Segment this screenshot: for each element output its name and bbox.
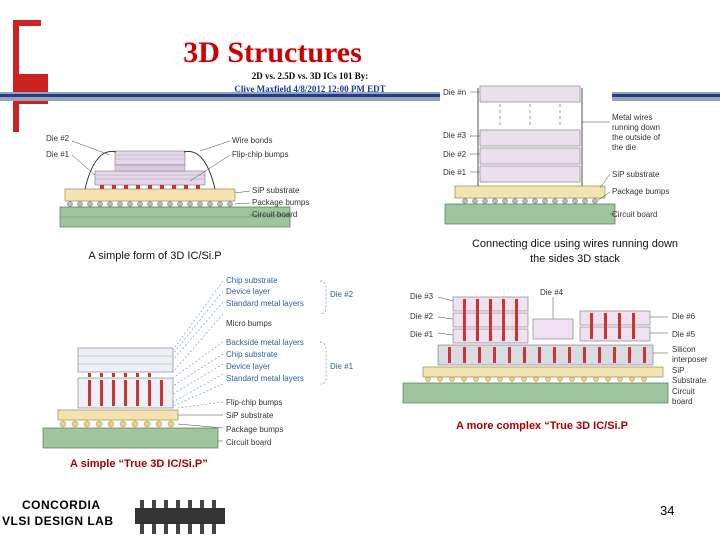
figure-3-diagram: [42, 280, 327, 449]
chip-logo-icon: [135, 500, 225, 534]
fig3-label-micro-bumps: Micro bumps: [226, 319, 272, 328]
fig3-package-bumps: [59, 420, 175, 428]
fig4-label-die-1: Die #1: [410, 330, 434, 339]
fig2-label-circuit-board: Circuit board: [612, 210, 658, 219]
fig3-label-metal-layers-top: Standard metal layers: [226, 299, 304, 308]
figure-1-diagram: [59, 140, 291, 228]
fig1-label-flip-chip-bumps: Flip-chip bumps: [232, 150, 289, 159]
fig3-sip-substrate: [57, 409, 179, 421]
fig4-label-die-4: Die #4: [540, 288, 564, 297]
figure-2-diagram: [444, 85, 616, 225]
fig3-label-device-layer-top: Device layer: [226, 287, 271, 296]
fig3-label-die-1: Die #1: [330, 362, 354, 371]
source-line-2: Clive Maxfield 4/8/2012 12:00 PM EDT: [234, 84, 386, 94]
fig3-tsv: [88, 380, 163, 406]
fig3-label-flip-chip-bumps: Flip-chip bumps: [226, 398, 283, 407]
fig2-label-package-bumps: Package bumps: [612, 187, 670, 196]
fig3-die-2: [77, 347, 174, 373]
fig4-label-circuit: Circuit: [672, 387, 695, 396]
fig2-label-sip-substrate: SiP substrate: [612, 170, 660, 179]
fig3-label-sip-substrate: SiP substrate: [226, 411, 274, 420]
fig4-label-board: board: [672, 397, 693, 406]
fig1-label-wire-bonds: Wire bonds: [232, 136, 273, 145]
fig1-label-die-1: Die #1: [46, 150, 70, 159]
fig1-wire-bonds: [84, 151, 216, 190]
fig2-die-2: [479, 147, 581, 165]
fig1-package-bumps: [67, 201, 233, 207]
fig4-die-4: [532, 318, 574, 340]
fig3-leader-lines: [172, 280, 224, 409]
fig2-sip-substrate: [454, 185, 606, 199]
fig1-die-1: [94, 170, 206, 186]
fig4-interposer-tsv: [448, 347, 646, 363]
fig1-label-die-2: Die #2: [46, 134, 70, 143]
fig1-label-circuit-board: Circuit board: [252, 210, 298, 219]
fig2-side-wires: [477, 88, 583, 186]
fig4-label-silicon-1: Silicon: [672, 345, 696, 354]
figure-4-diagram: [402, 296, 669, 404]
fig2-label-die-1: Die #1: [443, 168, 467, 177]
source-line-1: 2D vs. 2.5D vs. 3D ICs 101 By:: [251, 71, 369, 81]
fig4-label-die-2: Die #2: [410, 312, 434, 321]
fig4-label-die-5: Die #5: [672, 330, 696, 339]
fig4-caption: A more complex “True 3D IC/Si.P: [456, 420, 628, 432]
fig4-label-die-3: Die #3: [410, 292, 434, 301]
fig1-die-2: [114, 150, 186, 166]
fig3-circuit-board: [42, 427, 219, 449]
fig2-label-metal-wires-2: running down: [612, 123, 661, 132]
fig2-caption-line-2: the sides 3D stack: [530, 253, 620, 265]
fig4-label-silicon-2: interposer: [672, 355, 708, 364]
fig4-circuit-board: [402, 382, 669, 404]
slide-decoration: [0, 20, 720, 132]
fig2-label-die-3: Die #3: [443, 131, 467, 140]
fig2-label-die-n: Die #n: [443, 88, 467, 97]
fig4-label-sip: SiP: [672, 366, 685, 375]
slide-title: 3D Structures: [183, 36, 362, 69]
fig3-caption: A simple “True 3D IC/Si.P”: [70, 458, 208, 470]
fig2-die-3: [479, 129, 581, 147]
fig2-circuit-board: [444, 203, 616, 225]
fig2-label-metal-wires-4: the die: [612, 143, 637, 152]
fig3-label-metal-layers: Standard metal layers: [226, 374, 304, 383]
fig3-label-circuit-board: Circuit board: [226, 438, 272, 447]
fig3-micro-bumps: [88, 373, 151, 377]
fig3-bracket-die-1: [319, 341, 327, 385]
fig1-label-sip-substrate: SiP substrate: [252, 186, 300, 195]
fig3-label-backside-metal: Backside metal layers: [226, 338, 304, 347]
fig3-label-die-2: Die #2: [330, 290, 354, 299]
fig3-label-package-bumps: Package bumps: [226, 425, 284, 434]
fig3-label-chip-substrate: Chip substrate: [226, 350, 278, 359]
blue-rule-left: [0, 94, 440, 97]
fig2-die-1: [479, 165, 581, 183]
fig4-silicon-interposer: [437, 344, 654, 366]
fig2-label-die-2: Die #2: [443, 150, 467, 159]
logo-line-2: VLSI DESIGN LAB: [2, 514, 114, 528]
fig3-bracket-die-2: [319, 280, 327, 315]
fig1-flip-chip-bumps: [100, 185, 200, 189]
fig1-sip-substrate: [64, 188, 236, 202]
fig1-caption: A simple form of 3D IC/Si.P: [88, 250, 222, 262]
fig4-label-substrate: Substrate: [672, 376, 707, 385]
fig4-label-die-6: Die #6: [672, 312, 696, 321]
fig1-label-package-bumps: Package bumps: [252, 198, 310, 207]
fig2-die-n: [479, 85, 581, 103]
fig2-label-metal-wires-1: Metal wires: [612, 113, 653, 122]
logo-line-1: CONCORDIA: [22, 498, 101, 512]
fig2-caption-line-1: Connecting dice using wires running down: [471, 238, 679, 250]
page-number: 34: [660, 503, 675, 518]
blue-rule-right: [612, 94, 720, 97]
fig4-sip-substrate: [422, 366, 664, 378]
red-bracket-top: [13, 20, 41, 26]
fig3-label-chip-substrate-top: Chip substrate: [226, 276, 278, 285]
fig3-label-device-layer: Device layer: [226, 362, 271, 371]
fig2-label-metal-wires-3: the outside of: [612, 133, 661, 142]
fig2-package-bumps: [462, 198, 598, 204]
